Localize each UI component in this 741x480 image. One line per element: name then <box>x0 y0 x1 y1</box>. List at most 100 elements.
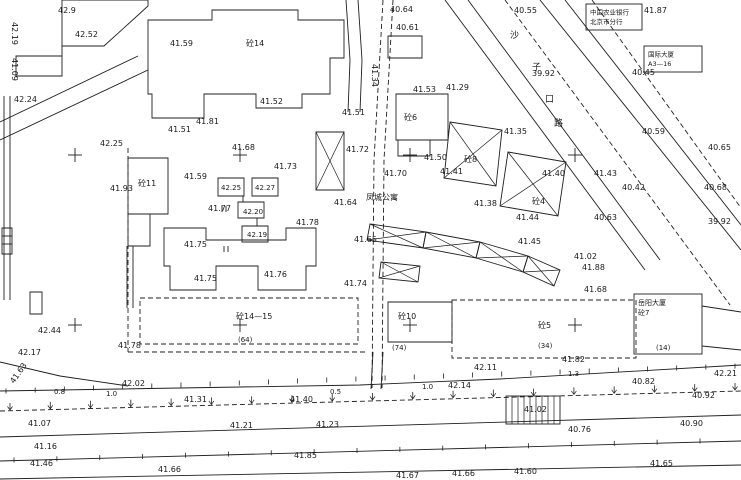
spot-elevation-label: 40.42 <box>622 183 645 192</box>
spot-elevation-label: 1.3 <box>568 370 579 378</box>
lamp-symbol <box>128 402 134 408</box>
spot-elevation-label: (64) <box>238 336 253 344</box>
map-text-label: 砼8 <box>464 154 477 164</box>
spot-elevation-label: 0.5 <box>330 388 341 396</box>
spot-elevation-label: 41.74 <box>344 279 367 288</box>
spot-elevation-label: 41.88 <box>582 263 605 272</box>
spot-elevation-label: 41.43 <box>594 169 617 178</box>
annotation-text: A3—16 <box>648 60 671 68</box>
spot-elevation-label: 1.0 <box>422 383 433 391</box>
map-text-label: 砼4 <box>532 196 545 206</box>
spot-elevation-label: 41.85 <box>294 451 317 460</box>
lamp-symbol <box>248 399 255 404</box>
lamp-symbol <box>87 404 94 409</box>
spot-elevation-label: 40.55 <box>514 6 537 15</box>
lamp-symbol <box>691 387 698 392</box>
spot-elevation-label: 42.14 <box>448 381 471 390</box>
spot-elevation-label: (14) <box>656 344 671 352</box>
hatch-diagonal <box>522 269 561 273</box>
annotation-box <box>643 45 703 73</box>
hatch-diagonal <box>443 129 503 179</box>
lamp-symbol <box>168 401 174 407</box>
lamp-symbol <box>651 388 658 393</box>
annotation-text: 北京市分行 <box>590 17 623 26</box>
road-edge <box>0 55 139 123</box>
spot-elevation-label: 41.77 <box>208 204 231 213</box>
map-text-label: 砼10 <box>398 311 416 321</box>
spot-elevation-label: 42.27 <box>255 184 275 192</box>
spot-elevation-label: 41.78 <box>296 218 319 227</box>
spot-elevation-label: 40.92 <box>692 391 715 400</box>
building-outline <box>147 9 345 119</box>
lamp-symbol <box>329 397 336 402</box>
road-edge <box>467 0 661 261</box>
parcel-boundary <box>139 297 359 345</box>
road-edge <box>444 0 646 271</box>
building-outline <box>241 225 269 243</box>
spot-elevation-label: 41.50 <box>424 153 447 162</box>
spot-elevation-label: 41.73 <box>274 162 297 171</box>
spot-elevation-label: 41.81 <box>196 117 219 126</box>
map-text-label: 口 <box>545 95 554 105</box>
spot-elevation-label: 40.61 <box>396 23 419 32</box>
hatch-diagonal <box>422 241 481 249</box>
spot-elevation-label: 41.70 <box>384 169 407 178</box>
building-outline <box>387 301 453 343</box>
hatch-diagonal <box>499 161 567 207</box>
spot-elevation-label: 41.75 <box>194 274 217 283</box>
map-text-label: 砼6 <box>404 112 417 122</box>
lane-boundary <box>371 0 384 389</box>
spot-elevation-label: 42.52 <box>75 30 98 39</box>
road-edge <box>539 0 741 251</box>
spot-elevation-label: 41.09 <box>10 58 19 81</box>
spot-elevation-label: 41.46 <box>30 459 53 468</box>
spot-elevation-label: 40.45 <box>632 68 655 77</box>
annotation-text: 国际大厦 <box>648 50 675 59</box>
map-text-label: 砼5 <box>538 320 551 330</box>
road-centerline <box>504 0 731 306</box>
spot-elevation-label: 40.68 <box>704 183 727 192</box>
spot-elevation-label: 42.20 <box>243 208 263 216</box>
spot-elevation-label: 41.23 <box>316 420 339 429</box>
road-centerline <box>0 390 741 412</box>
spot-elevation-label: 41.68 <box>584 285 607 294</box>
utility-box <box>29 291 43 315</box>
spot-elevation-label: 41.35 <box>504 127 527 136</box>
lamp-symbol <box>450 394 456 399</box>
annotation-box <box>633 293 703 355</box>
lane-boundary <box>381 0 394 389</box>
spot-elevation-label: 41.59 <box>170 39 193 48</box>
spot-elevation-label: 41.31 <box>184 395 207 404</box>
road-edge <box>591 0 741 209</box>
spot-elevation-label: 42.17 <box>18 348 41 357</box>
building-outline <box>387 35 423 59</box>
spot-elevation-label: 41.76 <box>264 270 287 279</box>
spot-elevation-label: 1.0 <box>106 390 117 398</box>
map-text-label: 沙 <box>510 30 519 41</box>
spot-elevation-label: 40.76 <box>568 425 591 434</box>
spot-elevation-label: 41.02 <box>574 252 597 261</box>
road-edge <box>0 364 741 392</box>
spot-elevation-label: (74) <box>392 344 407 352</box>
lamp-symbol <box>409 395 416 400</box>
annotation-text: 砼7 <box>638 308 649 317</box>
parcel-boundary <box>451 299 637 359</box>
map-text-label: 砼11 <box>138 178 156 188</box>
road-edge <box>0 69 149 141</box>
building-outline <box>61 0 149 47</box>
spot-elevation-label: 41.16 <box>34 442 57 451</box>
spot-elevation-label: 41.51 <box>168 125 191 134</box>
map-text-label: 子 <box>532 62 541 73</box>
lamp-symbol <box>47 405 54 410</box>
spot-elevation-label: 41.52 <box>260 97 283 106</box>
spot-elevation-label: 40.90 <box>680 419 703 428</box>
building-outline <box>397 139 431 157</box>
spot-elevation-label: 41.78 <box>118 341 141 350</box>
building-outline <box>163 227 317 291</box>
spot-elevation-label: 41.38 <box>474 199 497 208</box>
spot-elevation-label: 41.21 <box>230 421 253 430</box>
spot-elevation-label: 42.21 <box>714 369 737 378</box>
spot-elevation-label: 41.45 <box>518 237 541 246</box>
spot-elevation-label: 40.82 <box>632 377 655 386</box>
